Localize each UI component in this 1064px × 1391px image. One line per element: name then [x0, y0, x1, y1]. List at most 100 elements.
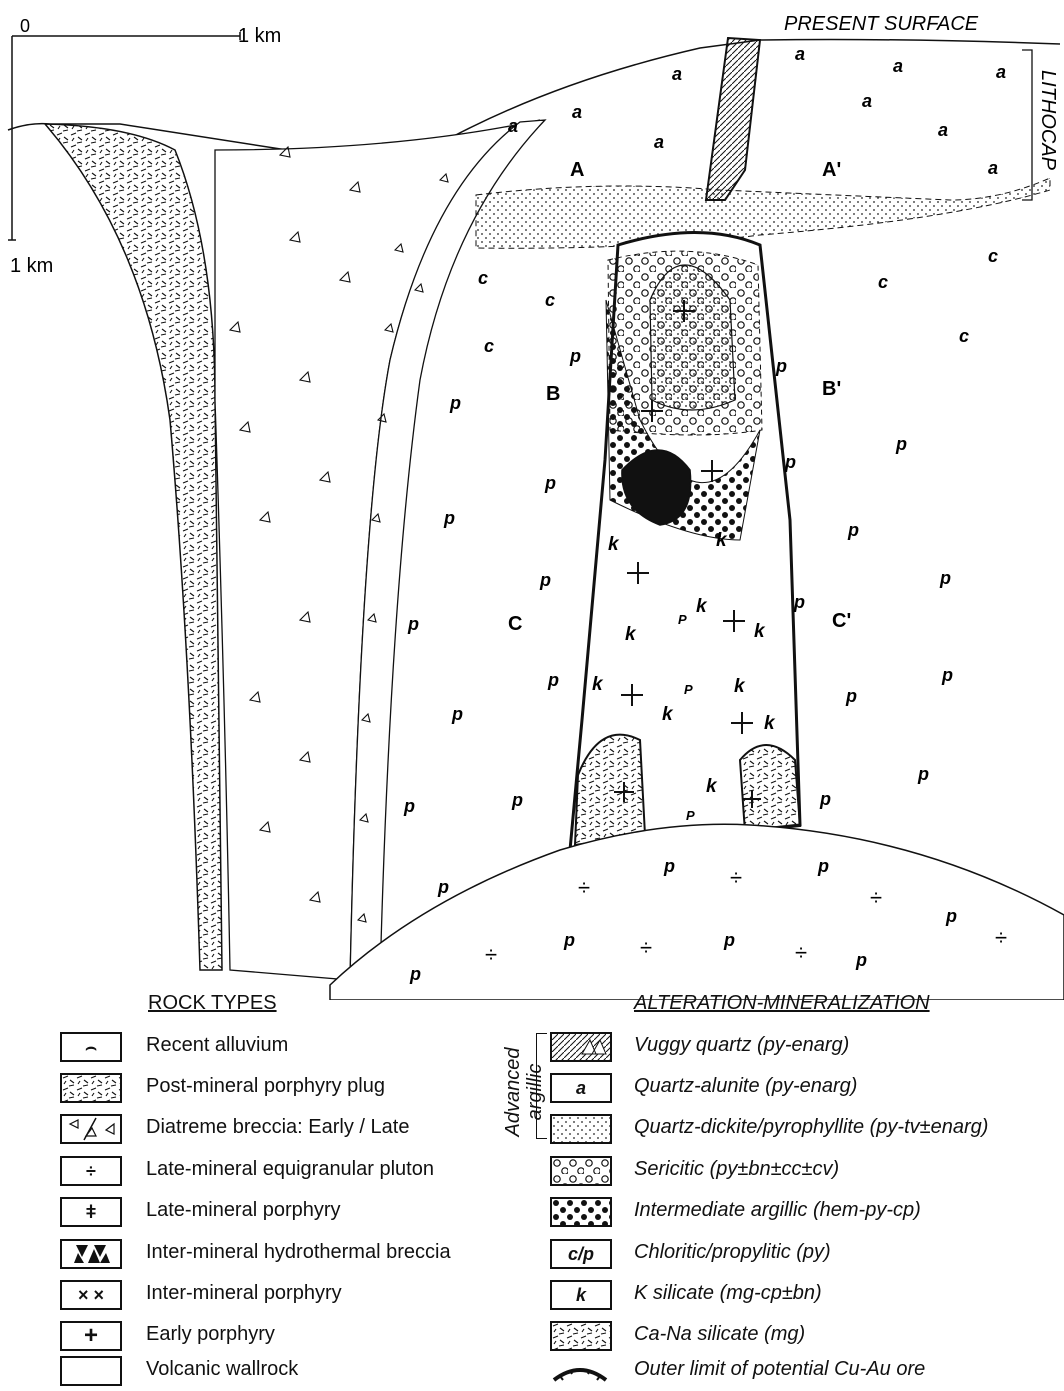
- x-swatch: × ×: [60, 1280, 122, 1310]
- alteration-title: ALTERATION-MINERALIZATION: [634, 992, 930, 1015]
- svg-text:k: k: [716, 530, 728, 551]
- legend-quartz-alunite: a Quartz-alunite (py-enarg): [550, 1073, 1060, 1103]
- svg-text:c: c: [484, 336, 494, 356]
- svg-text:a: a: [508, 116, 518, 136]
- svg-text:p: p: [663, 856, 675, 876]
- svg-text:p: p: [793, 592, 805, 612]
- svg-text:B': B': [822, 378, 841, 400]
- svg-text:p: p: [544, 473, 556, 493]
- svg-text:A: A: [570, 159, 584, 181]
- alluvium-swatch: ⌢: [60, 1032, 122, 1062]
- lithocap-label: LITHOCAP: [1037, 70, 1059, 171]
- legend-quartz-dickite: Quartz-dickite/pyrophyllite (py-tv±enarg…: [550, 1114, 1060, 1144]
- legend-sericitic: Sericitic (py±bn±cc±cv): [550, 1156, 1060, 1186]
- svg-text:k: k: [608, 534, 620, 555]
- svg-text:p: p: [817, 856, 829, 876]
- svg-text:p: p: [451, 704, 463, 724]
- svg-text:a: a: [996, 62, 1006, 82]
- svg-text:p: p: [895, 434, 907, 454]
- legend-early-porphyry: + Early porphyry: [60, 1321, 530, 1351]
- svg-text:p: p: [847, 520, 859, 540]
- late-porphyry-swatch: ǂ: [60, 1197, 122, 1227]
- svg-text:p: p: [819, 789, 831, 809]
- legend-intermediate-argillic: Intermediate argillic (hem-py-cp): [550, 1197, 1060, 1227]
- legend-ore-limit: Outer limit of potential Cu-Au ore: [550, 1356, 1060, 1386]
- quartz-dickite-band: [476, 178, 1050, 248]
- legend-hydrothermal-breccia: Inter-mineral hydrothermal breccia: [60, 1239, 530, 1269]
- svg-text:A': A': [822, 159, 841, 181]
- cross-swatch: +: [60, 1321, 122, 1351]
- svg-text:k: k: [734, 676, 746, 697]
- k-swatch: k: [550, 1280, 612, 1310]
- legend-ca-na-silicate: Ca-Na silicate (mg): [550, 1321, 1060, 1351]
- svg-text:a: a: [938, 120, 948, 140]
- legend-chloritic-propylitic: c/p Chloritic/propylitic (py): [550, 1239, 1060, 1269]
- svg-text:C': C': [832, 610, 851, 632]
- vuggy-quartz-pipe: [706, 38, 760, 200]
- svg-text:c: c: [959, 326, 969, 346]
- ca-na-swatch: [550, 1321, 612, 1351]
- legend-volcanic-wallrock: Volcanic wallrock: [60, 1356, 530, 1386]
- svg-text:a: a: [572, 102, 582, 122]
- svg-text:a: a: [988, 158, 998, 178]
- black-triangles-swatch: [60, 1239, 122, 1269]
- legend-k-silicate: k K silicate (mg-cp±bn): [550, 1280, 1060, 1310]
- svg-text:÷: ÷: [578, 875, 590, 900]
- svg-text:p: p: [449, 393, 461, 413]
- svg-text:p: p: [563, 930, 575, 950]
- svg-text:P: P: [678, 612, 687, 627]
- svg-text:P: P: [684, 682, 693, 697]
- svg-text:p: p: [409, 964, 421, 984]
- svg-text:÷: ÷: [870, 885, 882, 910]
- svg-text:p: p: [407, 614, 419, 634]
- svg-text:p: p: [443, 508, 455, 528]
- svg-text:p: p: [784, 452, 796, 472]
- legend-inter-mineral-porphyry: × × Inter-mineral porphyry: [60, 1280, 530, 1310]
- a-swatch: a: [550, 1073, 612, 1103]
- scale-horizontal: 1 km: [238, 25, 281, 47]
- stipple-swatch: [550, 1114, 612, 1144]
- ore-limit-icon: [550, 1356, 610, 1386]
- legend-recent-alluvium: ⌢ Recent alluvium: [60, 1032, 530, 1062]
- scale-zero: 0: [20, 16, 30, 36]
- legend-equigranular-pluton: ÷ Late-mineral equigranular pluton: [60, 1156, 530, 1186]
- svg-text:a: a: [654, 132, 664, 152]
- svg-text:÷: ÷: [485, 942, 497, 967]
- svg-text:p: p: [547, 670, 559, 690]
- svg-text:p: p: [775, 356, 787, 376]
- scale-vertical: 1 km: [10, 255, 53, 277]
- svg-text:÷: ÷: [795, 940, 807, 965]
- svg-text:a: a: [795, 44, 805, 64]
- svg-text:k: k: [592, 674, 604, 695]
- hatch-swatch: [550, 1032, 612, 1062]
- svg-text:p: p: [723, 930, 735, 950]
- svg-text:a: a: [672, 64, 682, 84]
- svg-text:P: P: [686, 808, 695, 823]
- svg-text:p: p: [437, 877, 449, 897]
- svg-text:a: a: [893, 56, 903, 76]
- dash-texture-swatch: [60, 1073, 122, 1103]
- svg-text:c: c: [545, 290, 555, 310]
- svg-text:c: c: [988, 246, 998, 266]
- svg-text:÷: ÷: [730, 865, 742, 890]
- present-surface-label: PRESENT SURFACE: [784, 13, 979, 35]
- svg-text:k: k: [754, 621, 766, 642]
- legend-late-mineral-porphyry: ǂ Late-mineral porphyry: [60, 1197, 530, 1227]
- pluton-swatch: ÷: [60, 1156, 122, 1186]
- ca-na-silicate-right: [740, 745, 800, 832]
- lithocap-bracket: [1022, 50, 1032, 200]
- svg-text:k: k: [764, 713, 776, 734]
- svg-text:p: p: [511, 790, 523, 810]
- legend-vuggy-quartz: Vuggy quartz (py-enarg): [550, 1032, 1060, 1062]
- svg-text:k: k: [696, 596, 708, 617]
- svg-text:k: k: [706, 776, 718, 797]
- post-mineral-plug: [45, 124, 222, 970]
- svg-text:c: c: [878, 272, 888, 292]
- rock-types-title: ROCK TYPES: [148, 992, 277, 1015]
- svg-text:p: p: [941, 665, 953, 685]
- cp-swatch: c/p: [550, 1239, 612, 1269]
- svg-text:p: p: [945, 906, 957, 926]
- svg-text:p: p: [917, 764, 929, 784]
- svg-text:a: a: [862, 91, 872, 111]
- dots-swatch: [550, 1197, 612, 1227]
